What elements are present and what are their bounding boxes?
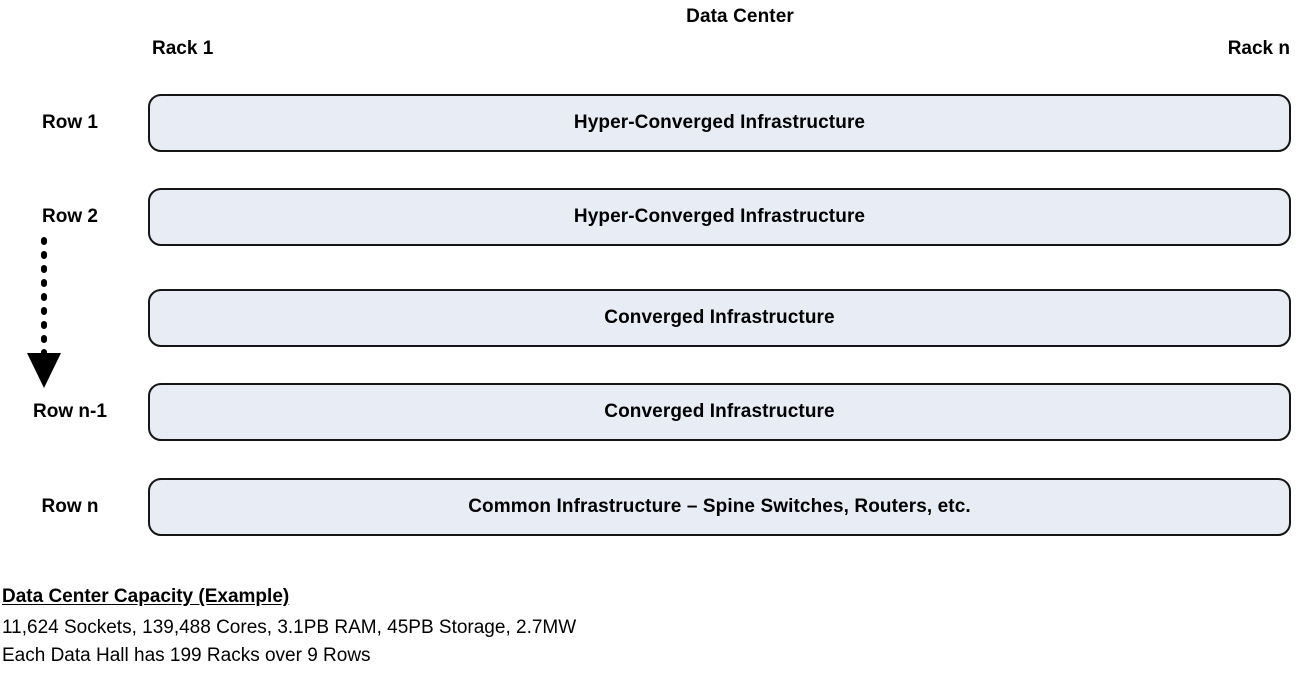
infrastructure-box-label: Converged Infrastructure	[604, 401, 835, 422]
row-label-2: Row 2	[42, 206, 98, 227]
row-label-1: Row 1	[42, 112, 98, 133]
rack-label-last: Rack n	[1227, 38, 1290, 59]
diagram-title: Data Center	[686, 6, 794, 27]
infrastructure-box-label: Converged Infrastructure	[604, 307, 835, 328]
rack-label-first: Rack 1	[152, 38, 214, 59]
infrastructure-box-row-1[interactable]: Hyper-Converged Infrastructure	[148, 94, 1291, 152]
row-label-n-minus-1: Row n-1	[33, 401, 107, 422]
capacity-line-racks-rows: Each Data Hall has 199 Racks over 9 Rows	[2, 645, 371, 667]
dotted-down-arrow-icon	[22, 236, 68, 392]
infrastructure-box-row-n-minus-1[interactable]: Converged Infrastructure	[148, 383, 1291, 441]
capacity-heading: Data Center Capacity (Example)	[2, 586, 290, 607]
infrastructure-box-row-middle[interactable]: Converged Infrastructure	[148, 289, 1291, 347]
capacity-note-block: Data Center Capacity (Example) 11,624 So…	[2, 586, 902, 670]
infrastructure-box-label: Common Infrastructure – Spine Switches, …	[468, 496, 971, 517]
dotted-down-arrow-svg	[27, 237, 61, 388]
infrastructure-box-label: Hyper-Converged Infrastructure	[573, 112, 866, 133]
capacity-line-specs: 11,624 Sockets, 139,488 Cores, 3.1PB RAM…	[2, 617, 577, 638]
row-label-n: Row n	[41, 496, 99, 517]
infrastructure-box-row-2[interactable]: Hyper-Converged Infrastructure	[148, 188, 1291, 246]
infrastructure-box-label: Hyper-Converged Infrastructure	[573, 206, 866, 227]
infrastructure-box-row-n[interactable]: Common Infrastructure – Spine Switches, …	[148, 478, 1291, 536]
